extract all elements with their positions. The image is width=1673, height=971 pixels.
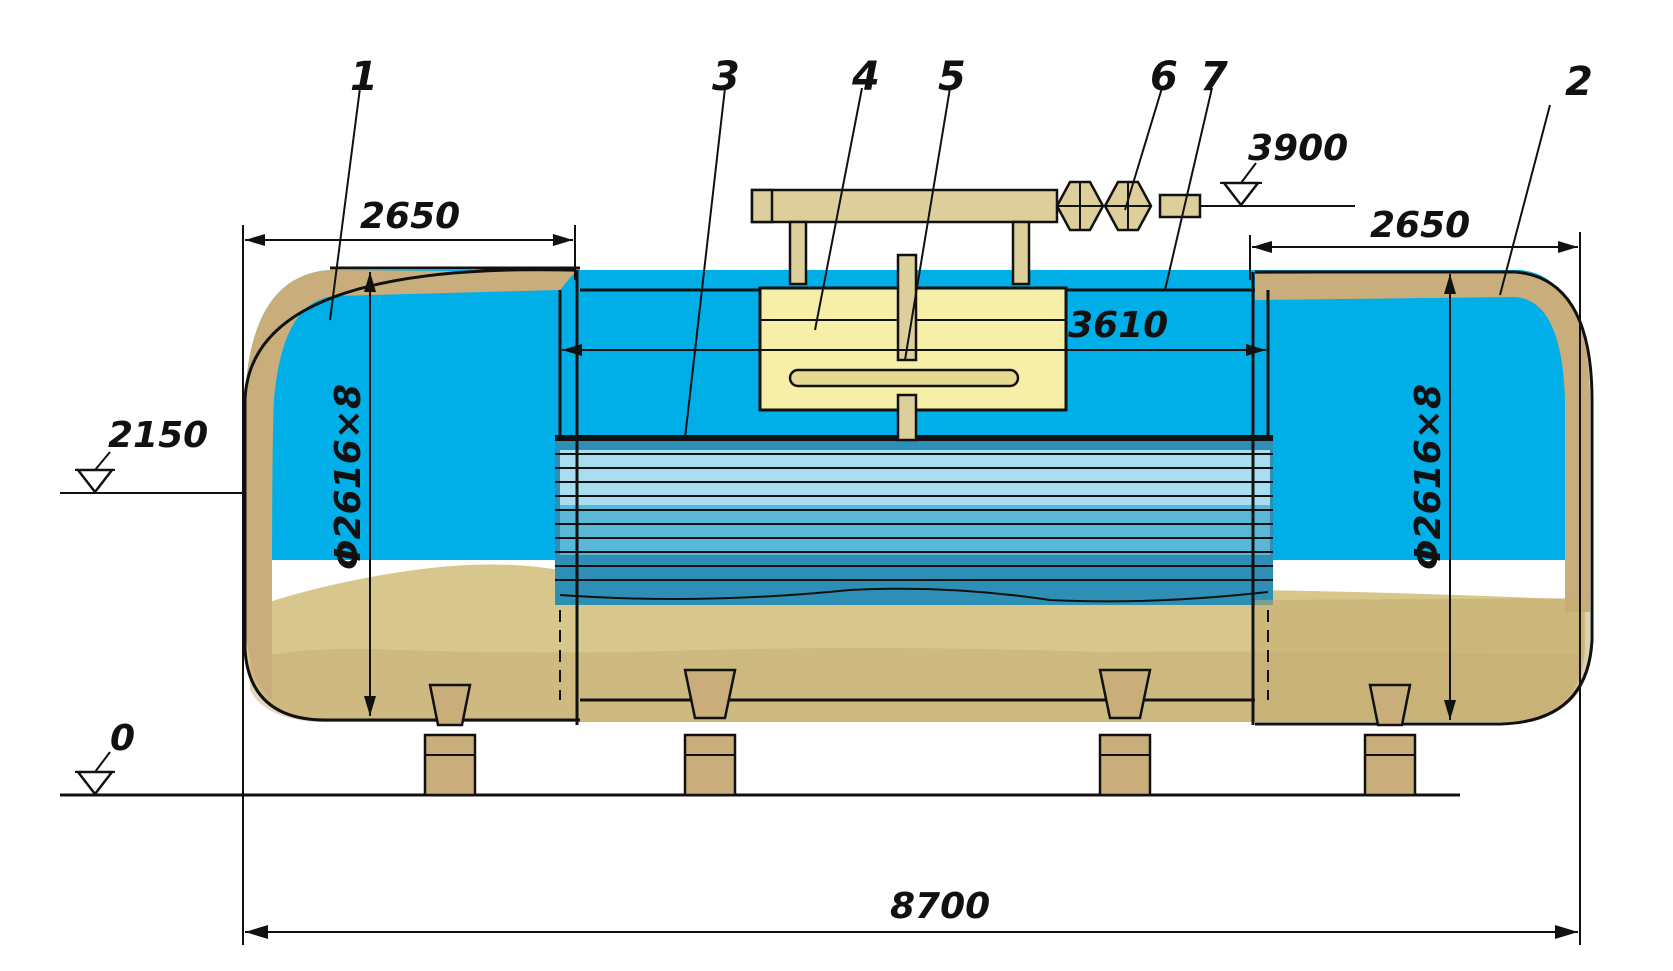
top-pipe	[750, 188, 1202, 286]
support-2	[683, 668, 737, 797]
part-label-6: 6	[1150, 54, 1178, 100]
support-3	[1098, 668, 1152, 797]
part-label-5: 5	[938, 54, 966, 100]
level-label-3900: 3900	[1248, 128, 1348, 169]
valve-pair	[1055, 180, 1153, 232]
dim-line-diameter-left	[364, 272, 376, 716]
level-marker-2150	[75, 451, 115, 495]
dim-line-left-2650	[245, 234, 573, 246]
dim-line-8700	[245, 925, 1578, 939]
level-marker-0	[75, 751, 115, 797]
part-label-2: 2	[1565, 59, 1593, 105]
level-label-2150: 2150	[108, 415, 208, 456]
dim-label-right-2650: 2650	[1370, 205, 1470, 246]
part-label-3: 3	[712, 54, 740, 100]
diameter-label-right: Φ2616×8	[1408, 384, 1449, 570]
extension-lines	[242, 205, 1581, 945]
support-4	[1363, 683, 1417, 797]
tube-bundle	[555, 435, 1273, 605]
shaft	[896, 253, 918, 442]
dim-label-left-2650: 2650	[360, 196, 460, 237]
dim-line-3610	[562, 344, 1266, 356]
level-marker-3900	[1220, 162, 1262, 208]
leader-lines	[329, 87, 1551, 439]
left-head-insulation	[245, 270, 575, 700]
support-1	[423, 683, 477, 797]
dim-label-3610: 3610	[1068, 305, 1168, 346]
dim-line-right-2650	[1252, 241, 1578, 253]
dim-line-diameter-right	[1444, 274, 1456, 720]
dim-label-8700: 8700	[890, 886, 990, 927]
level-label-0: 0	[110, 718, 135, 759]
part-label-7: 7	[1200, 54, 1228, 100]
part-label-1: 1	[350, 54, 378, 100]
diameter-label-left: Φ2616×8	[328, 384, 369, 570]
part-label-4: 4	[851, 54, 880, 100]
right-end-sediment	[1255, 598, 1590, 722]
right-head-insulation	[1255, 272, 1590, 612]
